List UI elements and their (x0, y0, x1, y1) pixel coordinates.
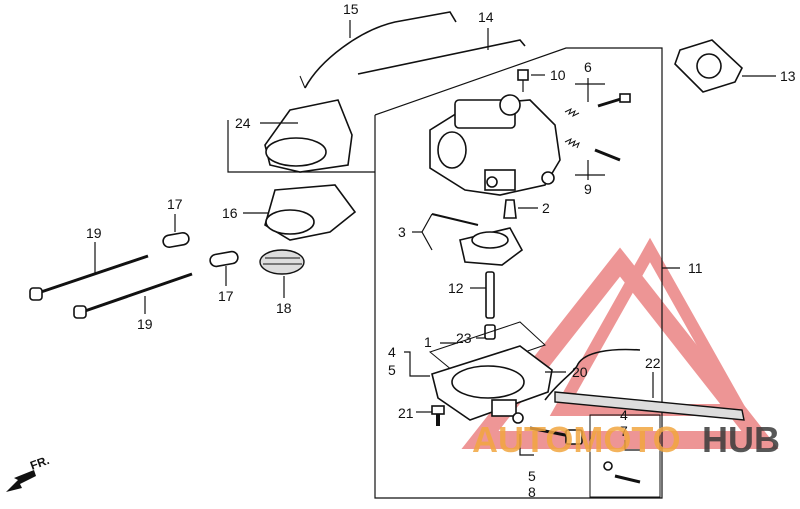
label-10: 10 (550, 67, 566, 83)
part-21-drain-bolt (416, 405, 445, 426)
label-2: 2 (542, 200, 550, 216)
intake-bracket-line (227, 120, 375, 173)
label-20: 20 (572, 364, 588, 380)
part-12-main-jet (470, 271, 495, 319)
part-14-choke-rod (357, 28, 526, 75)
label-4a: 4 (388, 344, 396, 360)
label-4b: 4 (620, 407, 628, 423)
label-11: 11 (688, 260, 703, 276)
label-21: 21 (398, 405, 414, 421)
part-3-float-pin (412, 213, 524, 266)
label-6: 6 (584, 59, 592, 75)
carburetor-body (429, 94, 561, 196)
part-18-screen-gasket (259, 249, 305, 298)
label-15: 15 (343, 1, 359, 17)
part-13-gasket (674, 39, 776, 93)
label-7: 7 (620, 423, 628, 439)
part-6-screw-spring (564, 78, 631, 118)
part-15-throttle-rod (299, 11, 457, 89)
bracket-4-5-left (404, 351, 430, 377)
front-arrow-icon (6, 470, 36, 492)
part-2-float-valve (503, 199, 538, 219)
label-22: 22 (645, 355, 661, 371)
label-5b: 5 (528, 468, 536, 484)
label-8: 8 (528, 484, 536, 500)
part-17-sleeve-b (209, 250, 239, 286)
part-24-intake-elbow (260, 99, 353, 173)
callout-labels: 15 14 10 6 13 24 9 2 16 17 19 3 11 12 17… (28, 1, 796, 500)
part-17-sleeve-a (162, 214, 190, 249)
label-23: 23 (456, 330, 472, 346)
part-22-drain-tube (554, 372, 745, 421)
label-24: 24 (235, 115, 251, 131)
part-23-jet (476, 324, 496, 340)
label-1: 1 (424, 334, 432, 350)
label-19a: 19 (86, 225, 102, 241)
label-13: 13 (780, 68, 796, 84)
label-5a: 5 (388, 362, 396, 378)
part-1-gasket (428, 321, 546, 376)
part-10-screw (517, 69, 545, 92)
label-17b: 17 (218, 288, 234, 304)
label-9: 9 (584, 181, 592, 197)
float-chamber (431, 345, 553, 421)
label-3: 3 (398, 224, 406, 240)
label-12: 12 (448, 280, 464, 296)
label-14: 14 (478, 9, 494, 25)
label-17a: 17 (167, 196, 183, 212)
direction-label: FR. (28, 453, 51, 473)
label-18: 18 (276, 300, 292, 316)
inset-4-7 (589, 414, 661, 498)
part-19-bolt-lower (73, 272, 193, 319)
part-7-drain-screw (512, 412, 583, 456)
part-19-bolt-upper (29, 242, 149, 301)
assembly-border (374, 47, 663, 499)
label-16: 16 (222, 205, 238, 221)
part-9-screw-spring (564, 137, 621, 180)
part-16-intake-elbow (243, 184, 357, 241)
label-19b: 19 (137, 316, 153, 332)
watermark-part1: AUTOMOTO (472, 419, 681, 460)
part-20-tube (544, 348, 641, 401)
watermark-part2: HUB (702, 419, 780, 460)
watermark-text: AUTOMOTO HUB (472, 419, 780, 460)
